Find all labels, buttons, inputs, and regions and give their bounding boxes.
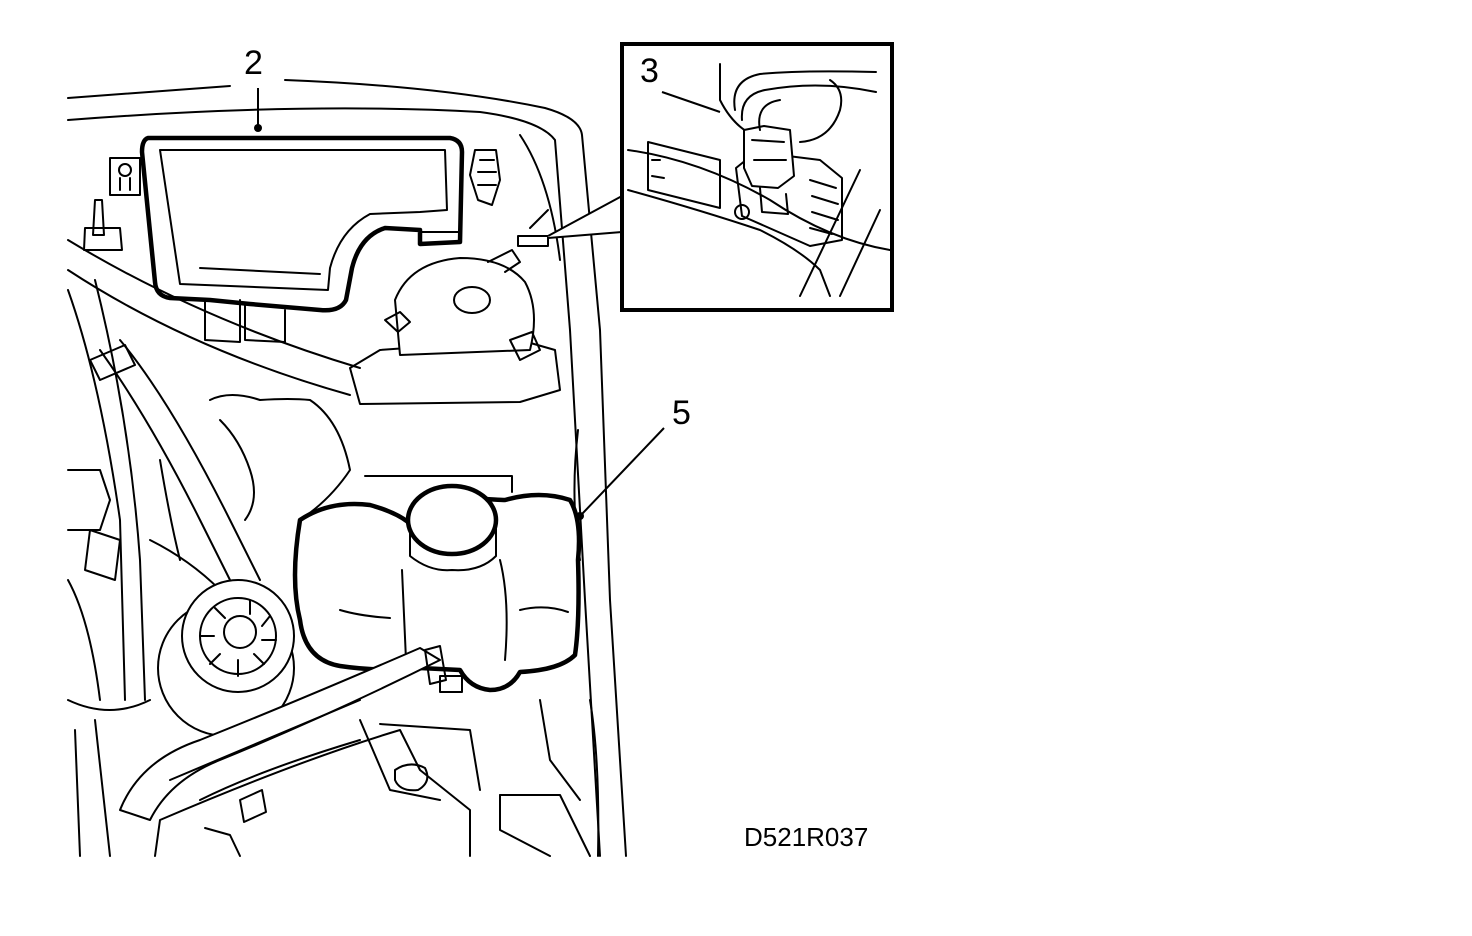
strut-tower — [349, 209, 561, 405]
expansion-tank — [292, 475, 582, 693]
callout-label-2: 2 — [244, 44, 263, 82]
callout-label-5: 5 — [672, 394, 691, 432]
bay-outline — [67, 79, 627, 857]
hoses — [67, 239, 361, 711]
detail-inset: 3 — [547, 42, 894, 312]
reservoir-cap — [157, 579, 295, 737]
callout-5: 5 — [576, 394, 691, 520]
inset-connector-drawing — [627, 63, 891, 297]
fuse-box — [109, 135, 501, 343]
callout-2: 2 — [244, 44, 263, 132]
callout-label-3: 3 — [640, 52, 659, 90]
bolt-left — [83, 199, 123, 251]
lower-components — [74, 645, 591, 857]
reference-code: D521R037 — [744, 822, 868, 852]
